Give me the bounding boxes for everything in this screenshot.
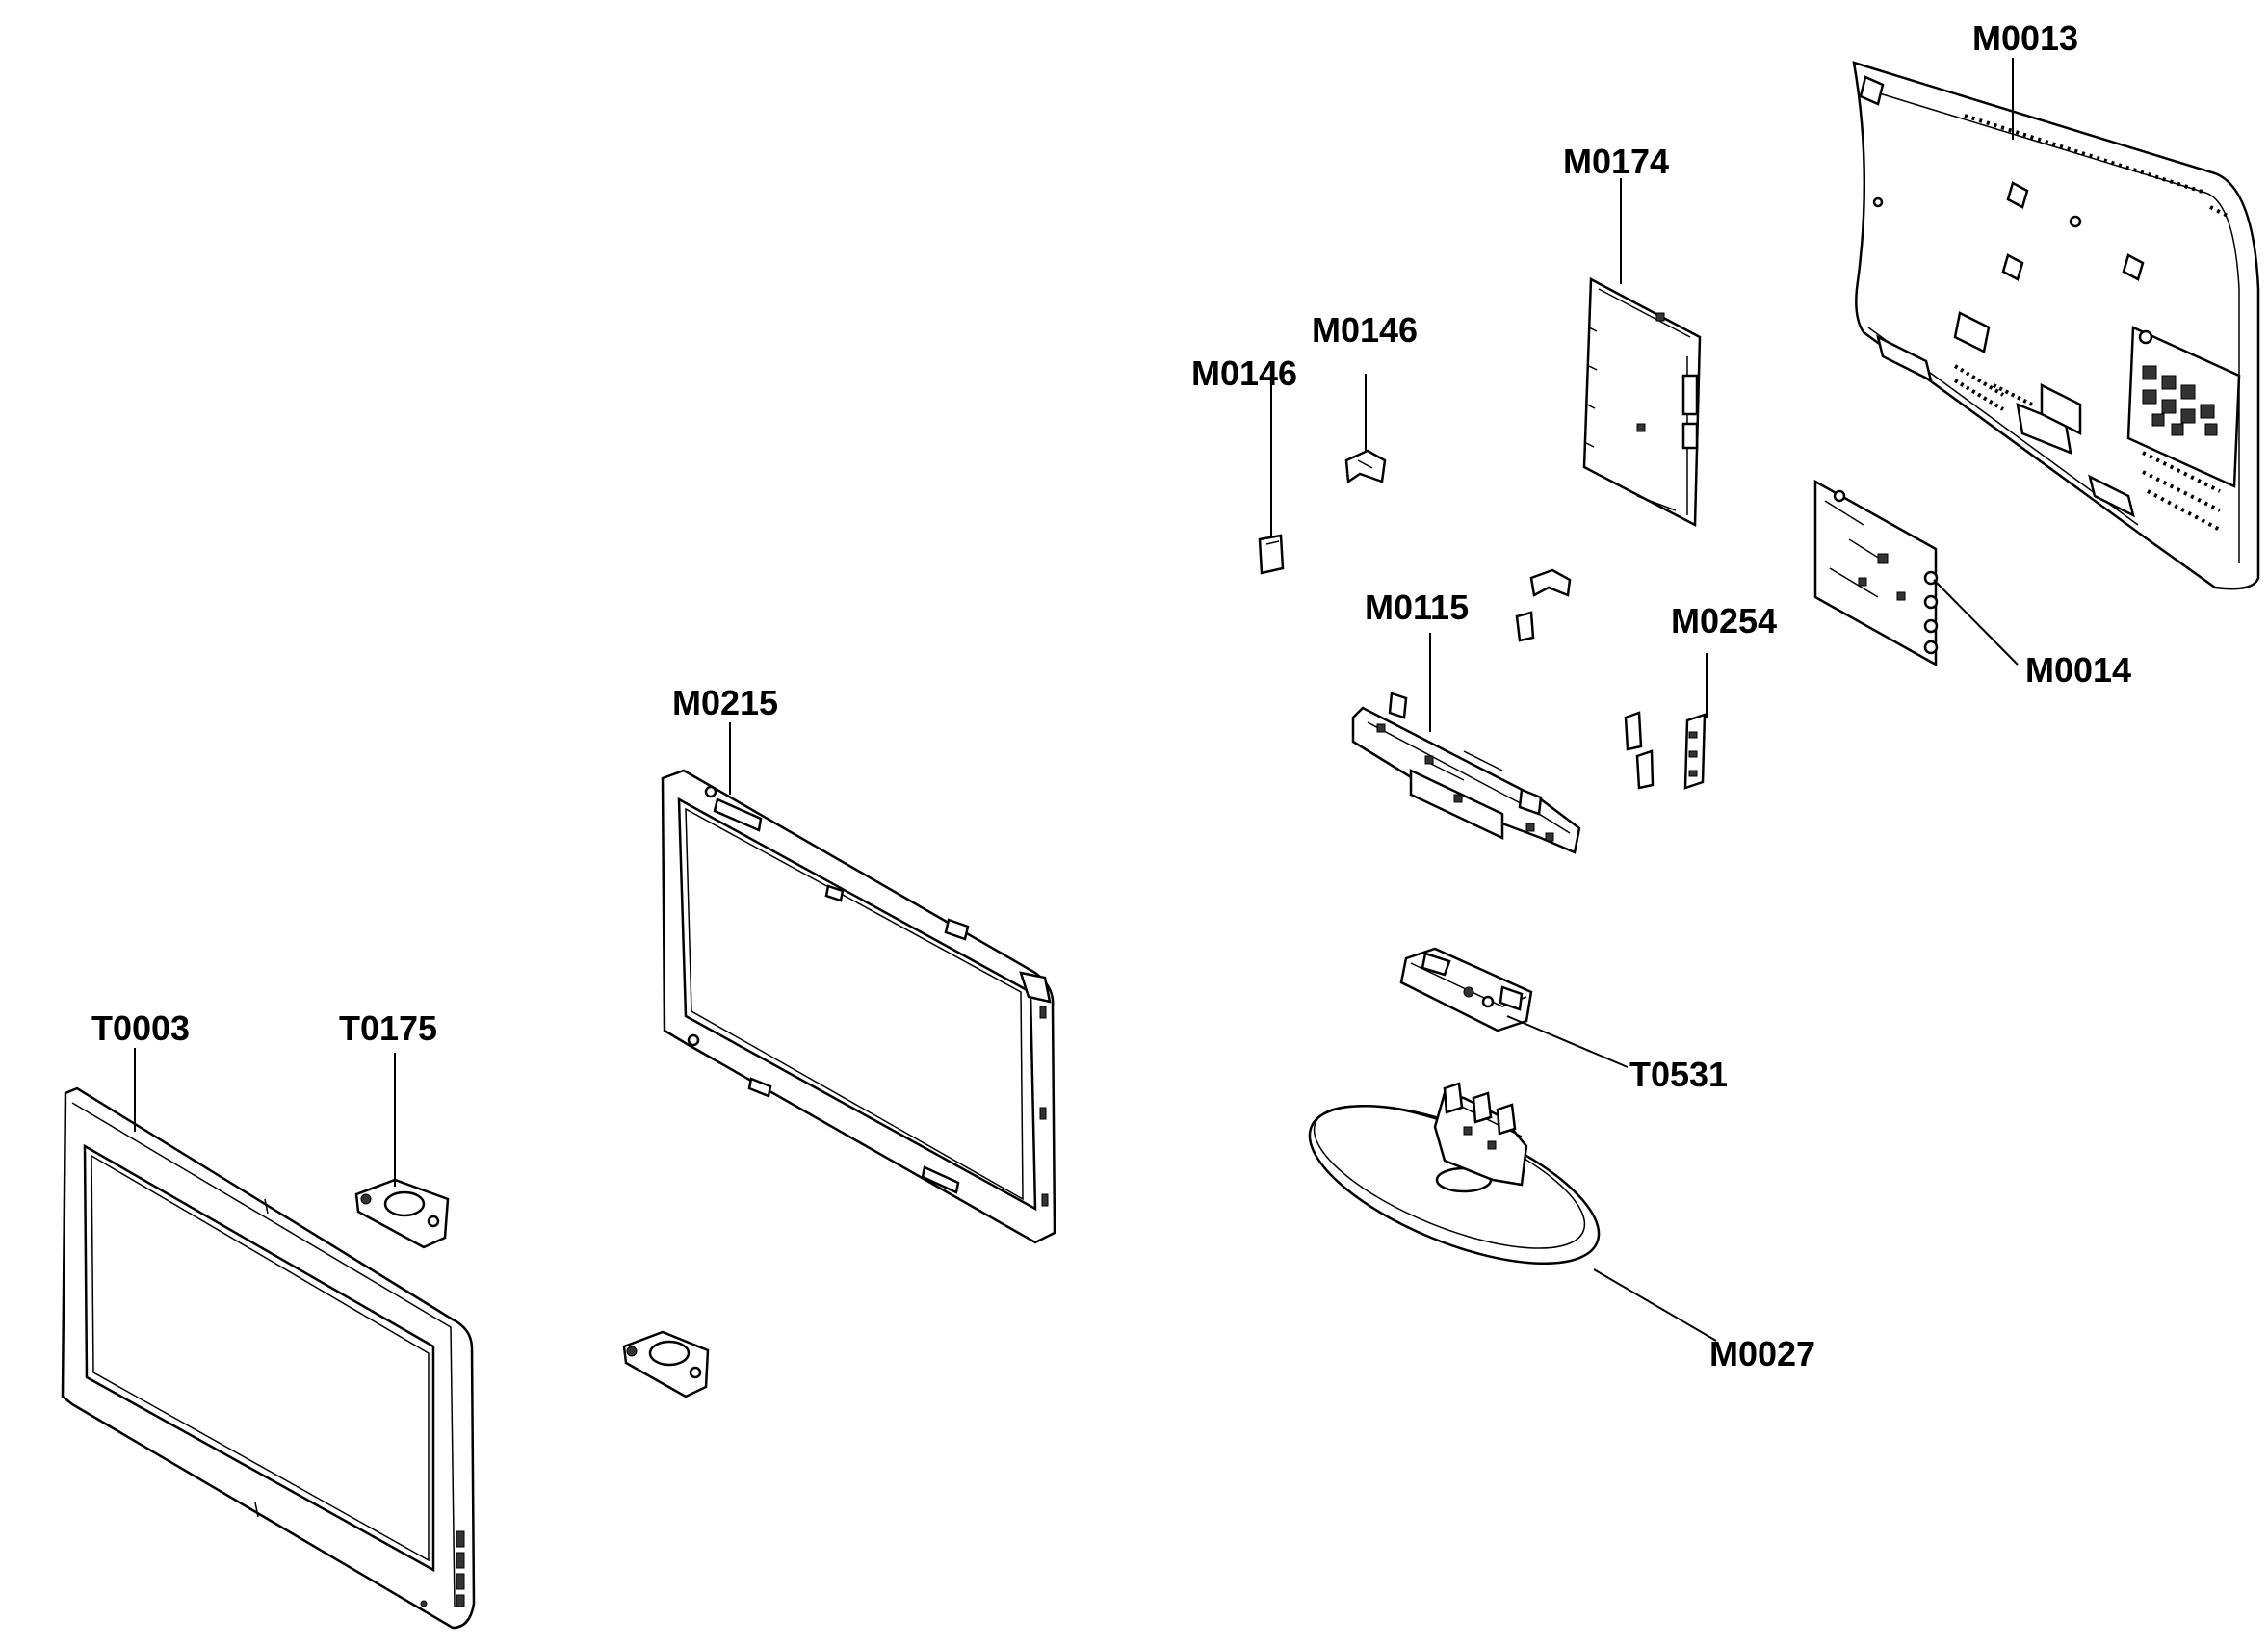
label-m0027: M0027 — [1709, 1334, 1815, 1373]
label-m0215: M0215 — [672, 683, 778, 722]
bracket-m0146-upper — [1344, 449, 1387, 484]
bracket-small-b — [1515, 611, 1535, 642]
label-m0146-lower: M0146 — [1191, 353, 1297, 393]
label-m0014: M0014 — [2025, 650, 2131, 690]
main-board-m0014 — [1813, 479, 1939, 667]
rear-cabinet-m0013 — [1852, 61, 2260, 590]
speaker-t0175 — [354, 1178, 450, 1249]
label-t0531: T0531 — [1629, 1055, 1728, 1094]
label-m0254: M0254 — [1671, 601, 1777, 640]
part-labels: M0013 M0174 M0146 M0146 M0115 M0254 M001… — [91, 18, 2131, 1373]
label-m0174: M0174 — [1563, 142, 1669, 181]
label-m0013: M0013 — [1972, 18, 2078, 58]
bracket-small-c — [1624, 711, 1655, 790]
power-board-m0174 — [1582, 276, 1702, 528]
stand-bracket-t0531 — [1399, 947, 1533, 1032]
speaker-second — [622, 1330, 710, 1398]
label-t0003: T0003 — [91, 1008, 190, 1048]
label-m0115: M0115 — [1365, 588, 1469, 627]
bracket-m0146-lower — [1258, 534, 1285, 575]
stand-base-m0027 — [1308, 1082, 1601, 1266]
front-bezel-t0003 — [61, 1086, 476, 1630]
label-t0175: T0175 — [339, 1008, 437, 1048]
key-board-m0254 — [1683, 713, 1707, 790]
bracket-small-a — [1529, 568, 1572, 597]
label-m0146-upper: M0146 — [1312, 310, 1418, 350]
leader-lines — [134, 58, 2019, 1342]
rear-cabinet-connector-panel — [2126, 326, 2241, 488]
panel-frame-m0215 — [661, 769, 1056, 1244]
rear-cabinet-vents — [1953, 114, 2230, 532]
chassis-frame-m0115 — [1351, 692, 1581, 854]
